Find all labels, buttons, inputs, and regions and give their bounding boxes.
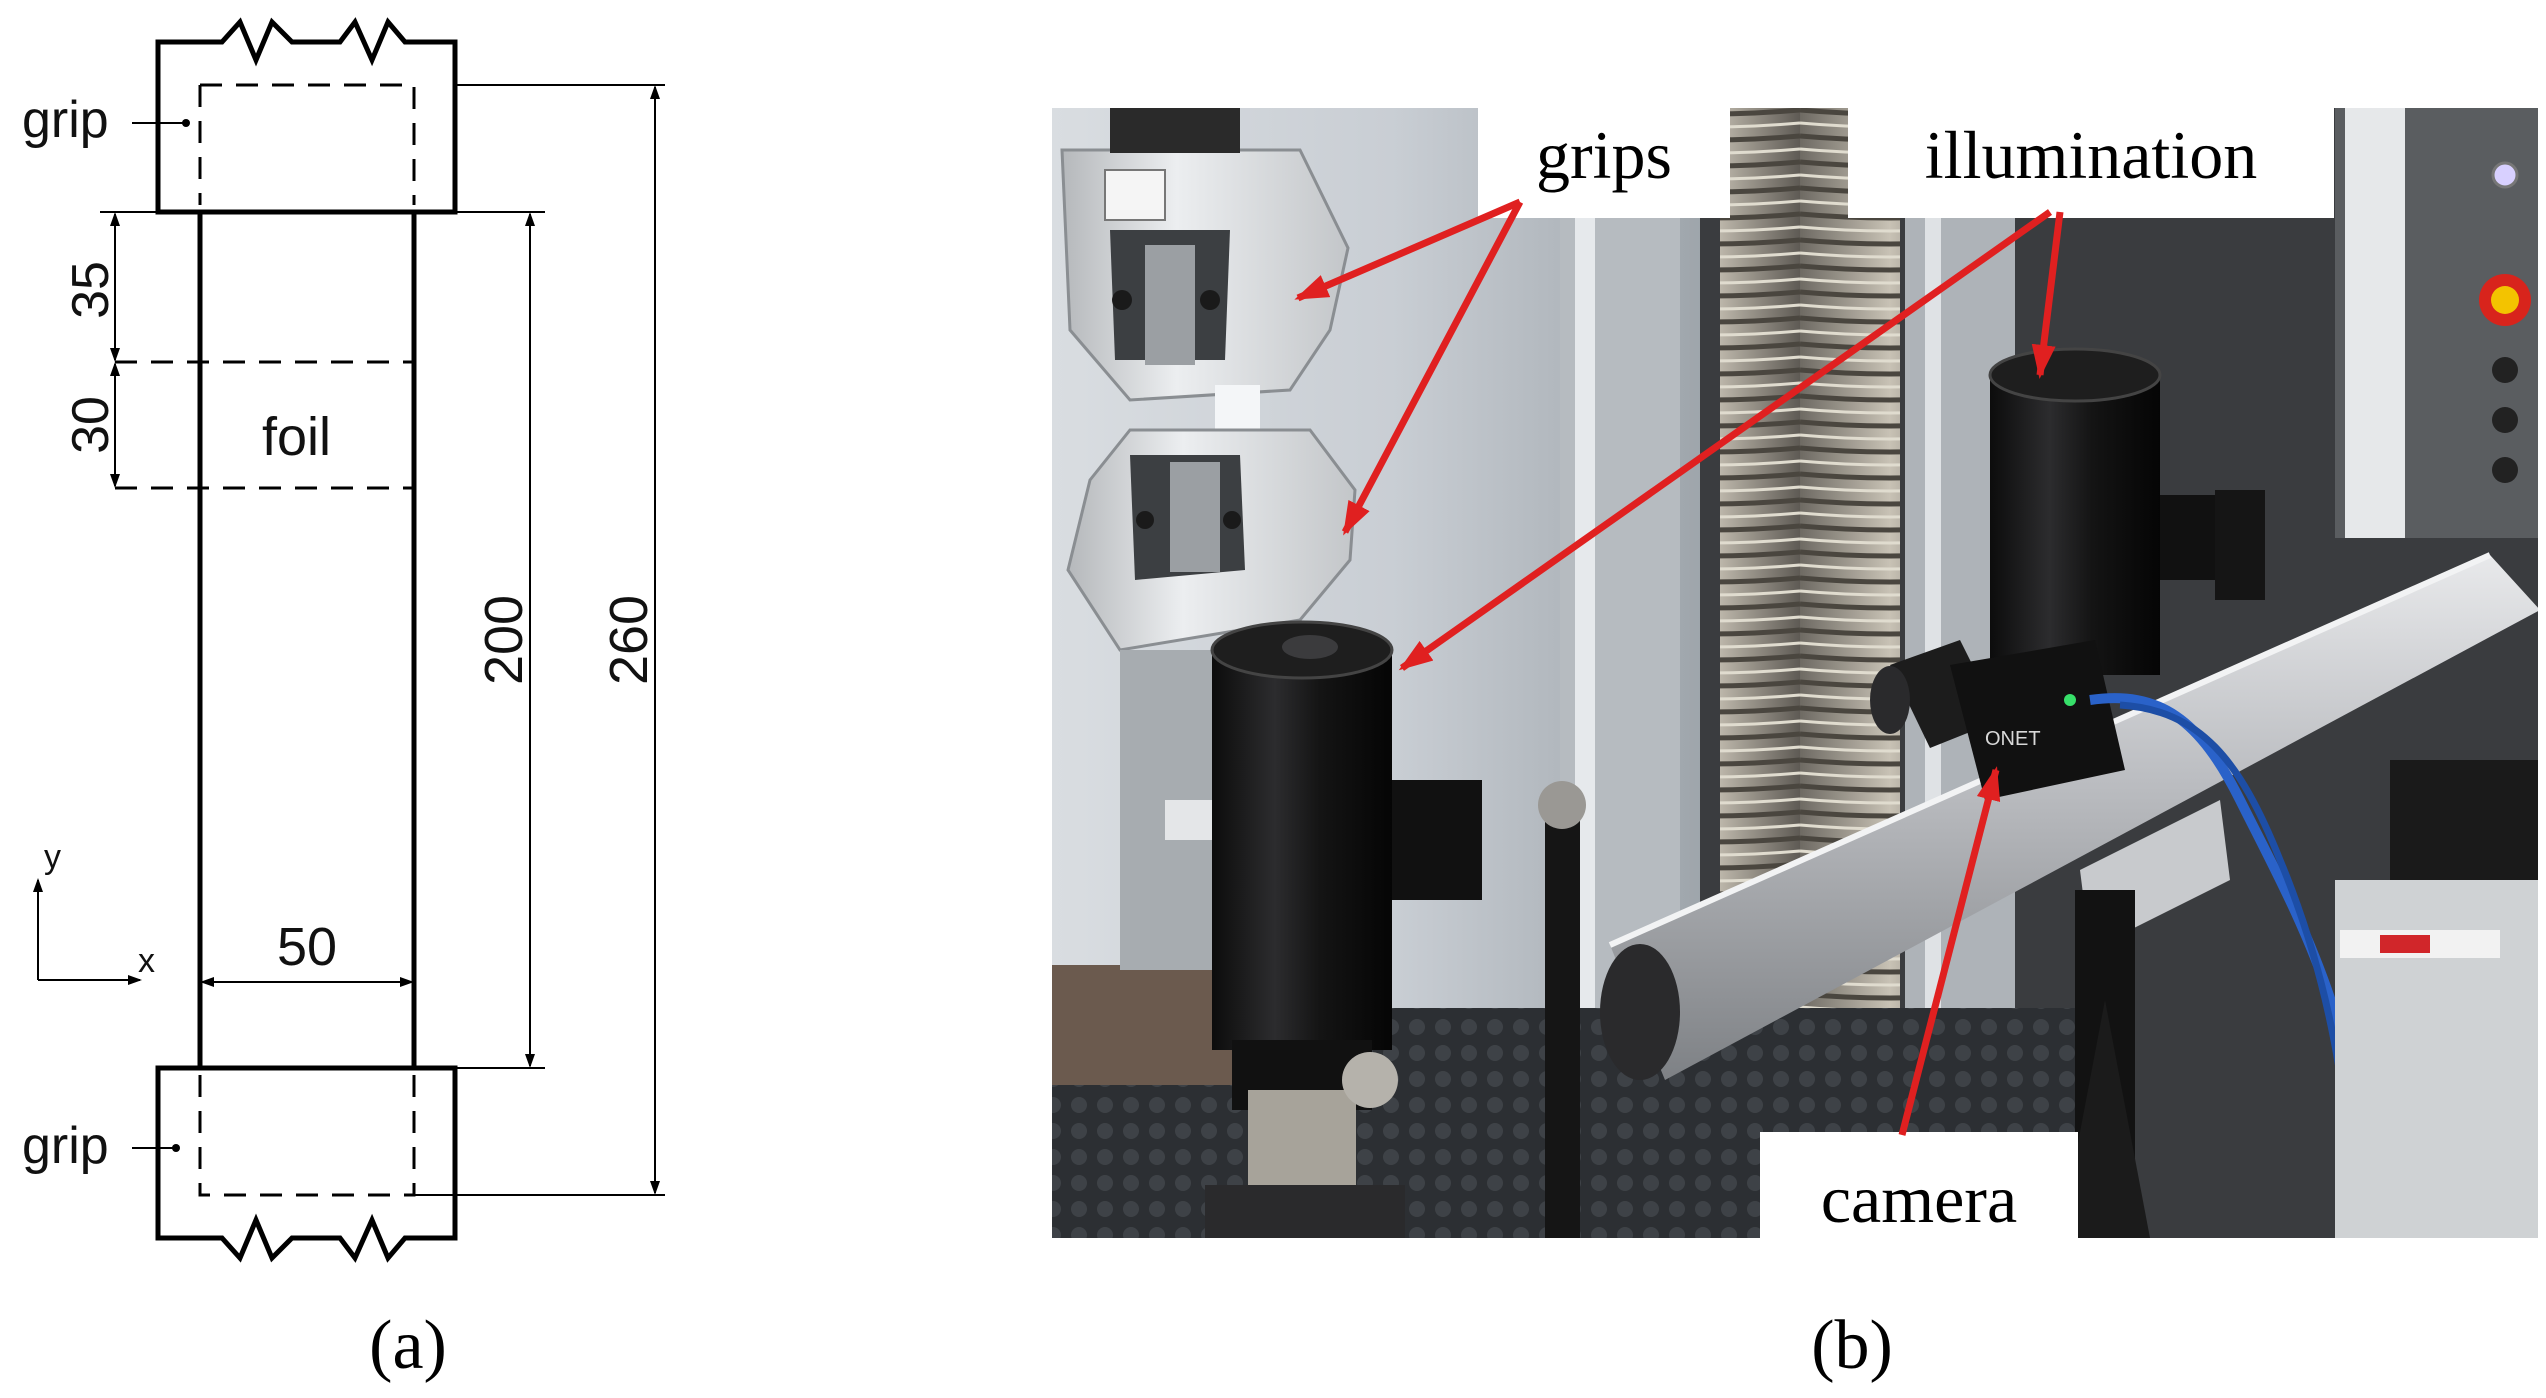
grip-bottom-label: grip: [22, 1117, 109, 1175]
camera-body: ONET: [1870, 640, 2125, 800]
left-light-unit: [1205, 620, 1482, 1238]
dimension-50: 50: [200, 917, 414, 987]
caption-b: (b): [1811, 1307, 1893, 1384]
label-box-camera: camera: [1760, 1132, 2078, 1238]
arrow-camera: [1898, 766, 2001, 1136]
illumination-label: illumination: [1925, 117, 2257, 193]
specimen-drawing: foil grip grip 35 30 200: [22, 17, 665, 1384]
dim-35-label: 35: [62, 261, 120, 319]
grips-label: grips: [1536, 117, 1672, 193]
dimension-260: 260: [414, 84, 665, 1196]
lower-grip: [1066, 428, 1357, 970]
grip-top-label: grip: [22, 91, 109, 149]
axis-x-label: x: [138, 942, 155, 980]
dim-200-label: 200: [474, 595, 534, 685]
test-setup-photo: ONET grips illumination camera: [1052, 108, 2538, 1384]
dim-30-label: 30: [62, 396, 120, 454]
arrow-grips-upper: [1294, 198, 1522, 302]
specimen-in-grips: [1215, 385, 1260, 435]
axis-y-label: y: [44, 838, 61, 876]
specimen-strip: [197, 212, 417, 1068]
dim-50-label: 50: [277, 917, 337, 977]
caption-a: (a): [369, 1307, 447, 1384]
top-grip: [155, 17, 458, 215]
annotation-arrows: [1294, 198, 2064, 1136]
label-box-illumination: illumination: [1848, 108, 2334, 218]
bottom-grip: [155, 1065, 458, 1263]
arrow-illumination-right: [2031, 211, 2064, 379]
label-box-grips: grips: [1478, 108, 1730, 218]
dimension-200: 200: [414, 211, 545, 1069]
dimension-35-30: 35 30: [62, 211, 200, 488]
camera-label: camera: [1821, 1161, 2017, 1237]
coordinate-axes: y x: [33, 838, 155, 985]
arrow-grips-lower: [1341, 200, 1524, 536]
foil-region: foil: [115, 360, 414, 490]
arrow-illumination-left: [1398, 209, 2053, 671]
foil-label: foil: [262, 407, 331, 467]
upper-grip: [1060, 108, 1350, 402]
camera-brand: ONET: [1985, 728, 2041, 750]
support-post: [1545, 800, 1580, 1238]
grip-labels: grip grip: [22, 91, 190, 1175]
dim-260-label: 260: [599, 595, 659, 685]
